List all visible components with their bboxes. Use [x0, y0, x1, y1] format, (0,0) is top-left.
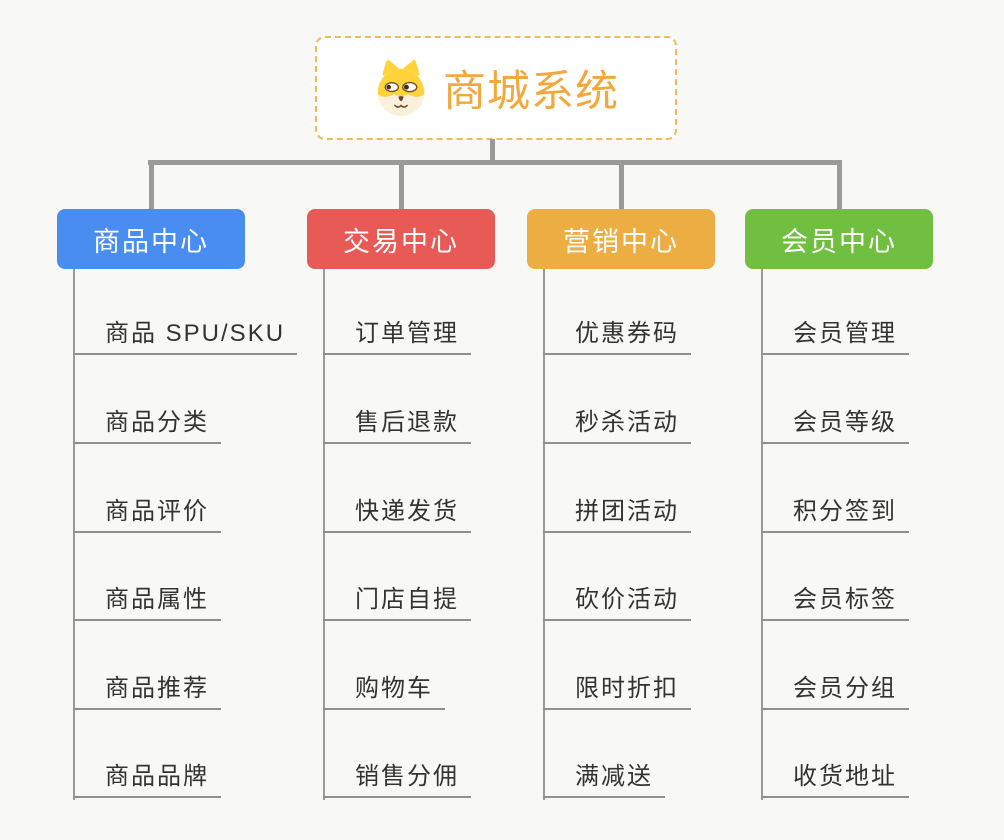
leaf-node[interactable]: 拼团活动 [543, 493, 691, 533]
leaf-node[interactable]: 商品评价 [73, 493, 221, 533]
leaf-node[interactable]: 收货地址 [761, 758, 909, 798]
connector-branch-drop [148, 165, 154, 210]
branch-label: 营销中心 [563, 226, 679, 257]
connector-branch-drop [398, 165, 404, 210]
connector-children-line [323, 269, 325, 800]
leaf-node[interactable]: 销售分佣 [323, 758, 471, 798]
branch-node-2[interactable]: 营销中心 [527, 209, 715, 269]
leaf-node[interactable]: 快递发货 [323, 493, 471, 533]
leaf-node[interactable]: 会员分组 [761, 670, 909, 710]
leaf-node[interactable]: 门店自提 [323, 581, 471, 621]
branch-label: 商品中心 [93, 226, 209, 257]
leaf-node[interactable]: 满减送 [543, 758, 665, 798]
connector-branch-drop [618, 165, 624, 210]
leaf-node[interactable]: 商品 SPU/SKU [73, 315, 298, 355]
connector-bus [148, 160, 842, 165]
leaf-node[interactable]: 会员等级 [761, 404, 909, 444]
leaf-node[interactable]: 秒杀活动 [543, 404, 691, 444]
root-title: 商城系统 [443, 68, 619, 116]
connector-root-drop [490, 139, 495, 165]
leaf-node[interactable]: 优惠券码 [543, 315, 691, 355]
branch-node-0[interactable]: 商品中心 [57, 209, 245, 269]
leaf-node[interactable]: 会员管理 [761, 315, 909, 355]
connector-children-line [73, 269, 75, 800]
branch-node-3[interactable]: 会员中心 [745, 209, 933, 269]
leaf-node[interactable]: 商品分类 [73, 404, 221, 444]
connector-branch-drop [836, 165, 842, 210]
root-node[interactable]: 商城系统 [315, 36, 677, 140]
leaf-node[interactable]: 积分签到 [761, 493, 909, 533]
leaf-node[interactable]: 商品品牌 [73, 758, 221, 798]
leaf-node[interactable]: 售后退款 [323, 404, 471, 444]
branch-label: 交易中心 [343, 226, 459, 257]
leaf-node[interactable]: 会员标签 [761, 581, 909, 621]
leaf-node[interactable]: 商品属性 [73, 581, 221, 621]
branch-node-1[interactable]: 交易中心 [307, 209, 495, 269]
leaf-node[interactable]: 商品推荐 [73, 670, 221, 710]
leaf-node[interactable]: 购物车 [323, 670, 445, 710]
leaf-node[interactable]: 限时折扣 [543, 670, 691, 710]
branch-label: 会员中心 [781, 226, 897, 257]
connector-children-line [543, 269, 545, 800]
shiba-dog-icon [377, 60, 425, 116]
connector-children-line [761, 269, 763, 800]
leaf-node[interactable]: 订单管理 [323, 315, 471, 355]
leaf-node[interactable]: 砍价活动 [543, 581, 691, 621]
